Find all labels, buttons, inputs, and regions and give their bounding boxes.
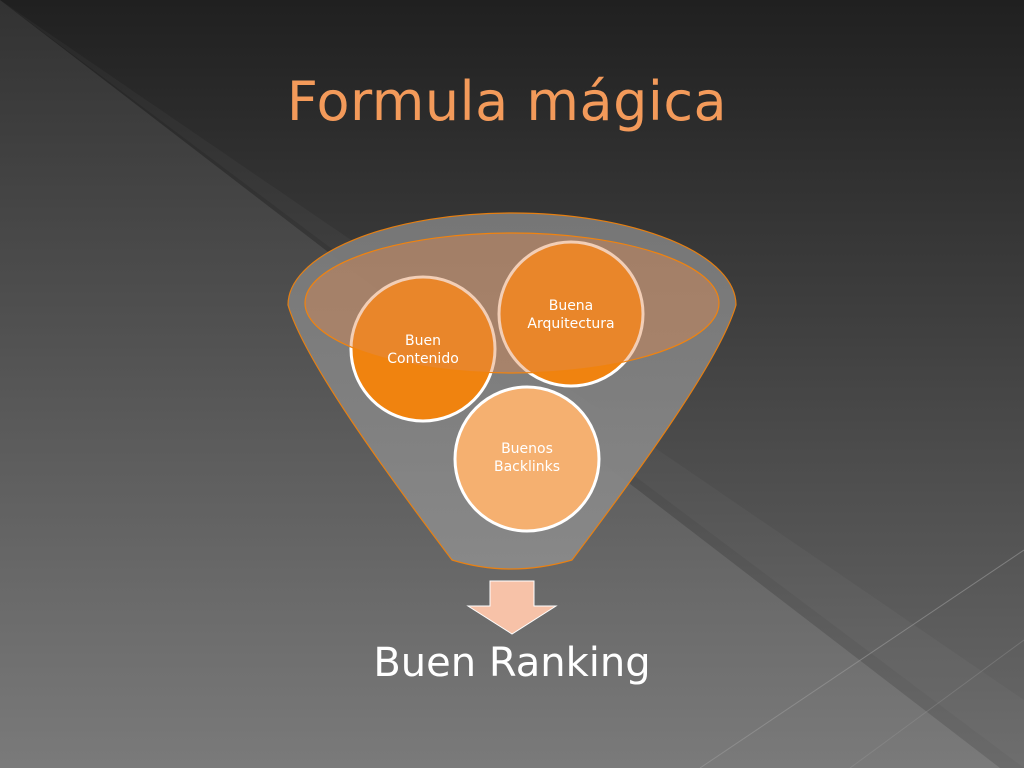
node-label-line: Buena [548, 298, 594, 314]
result-label: Buen Ranking [373, 640, 651, 686]
node-label-arquitectura: Buena Arquitectura [511, 297, 631, 333]
node-label-line: Arquitectura [527, 316, 615, 332]
funnel-rim [304, 232, 720, 374]
down-arrow [466, 580, 558, 635]
node-label-line: Buen [405, 333, 441, 349]
node-label-backlinks: Buenos Backlinks [467, 440, 587, 476]
slide-title: Formula mágica [286, 70, 728, 133]
node-label-line: Buenos [501, 441, 553, 457]
node-circle-backlinks [453, 385, 601, 533]
node-circle-arquitectura [497, 240, 645, 388]
node-label-line: Backlinks [493, 459, 561, 475]
node-label-contenido: Buen Contenido [363, 332, 483, 368]
node-label-line: Contenido [387, 351, 459, 367]
node-circle-contenido [349, 275, 497, 423]
